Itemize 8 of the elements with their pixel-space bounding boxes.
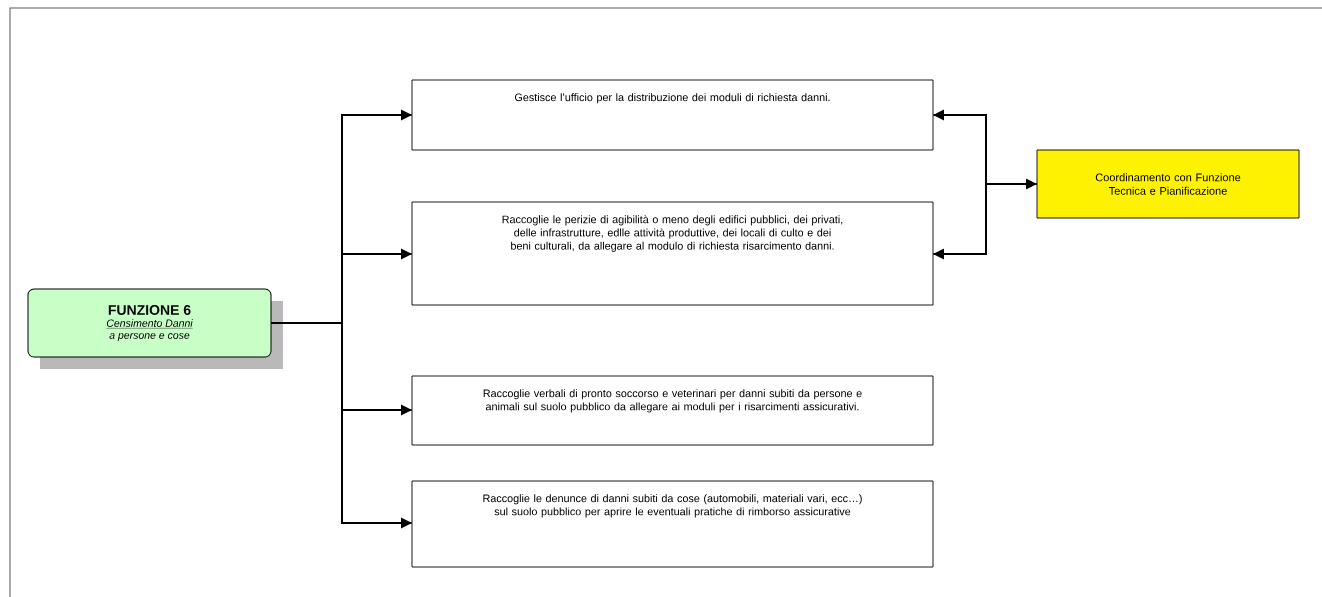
task-box: Raccoglie le perizie di agibilità o meno degli edifici pubblici, dei privati, delle infrastrutture, edlle attività produttive, dei locali di culto e dei beni culturali, da allegare al modulo di richiesta risarcimento danni. xyxy=(411,201,934,306)
task-box: Gestisce l’ufficio per la distribuzione dei moduli di richiesta danni. xyxy=(411,79,934,151)
connector-arrow xyxy=(932,183,1038,260)
coordination-box: Coordinamento con Funzione Tecnica e Pianificazione xyxy=(1036,149,1300,219)
function-box: FUNZIONE 6 Censimento Danni a persone e cose xyxy=(27,288,283,369)
connector-arrow xyxy=(270,322,413,529)
task-box: Raccoglie verbali di pronto soccorso e veterinari per danni subiti da persone e animali sul suolo pubblico da allegare ai moduli per i risarcimenti assicurativi. xyxy=(411,375,934,446)
task-box: Raccoglie le denunce di danni subiti da cose (automobili, materiali vari, ecc…) sul suolo pubblico per aprire le eventuali pratiche di rimborso assicurative xyxy=(411,480,934,568)
